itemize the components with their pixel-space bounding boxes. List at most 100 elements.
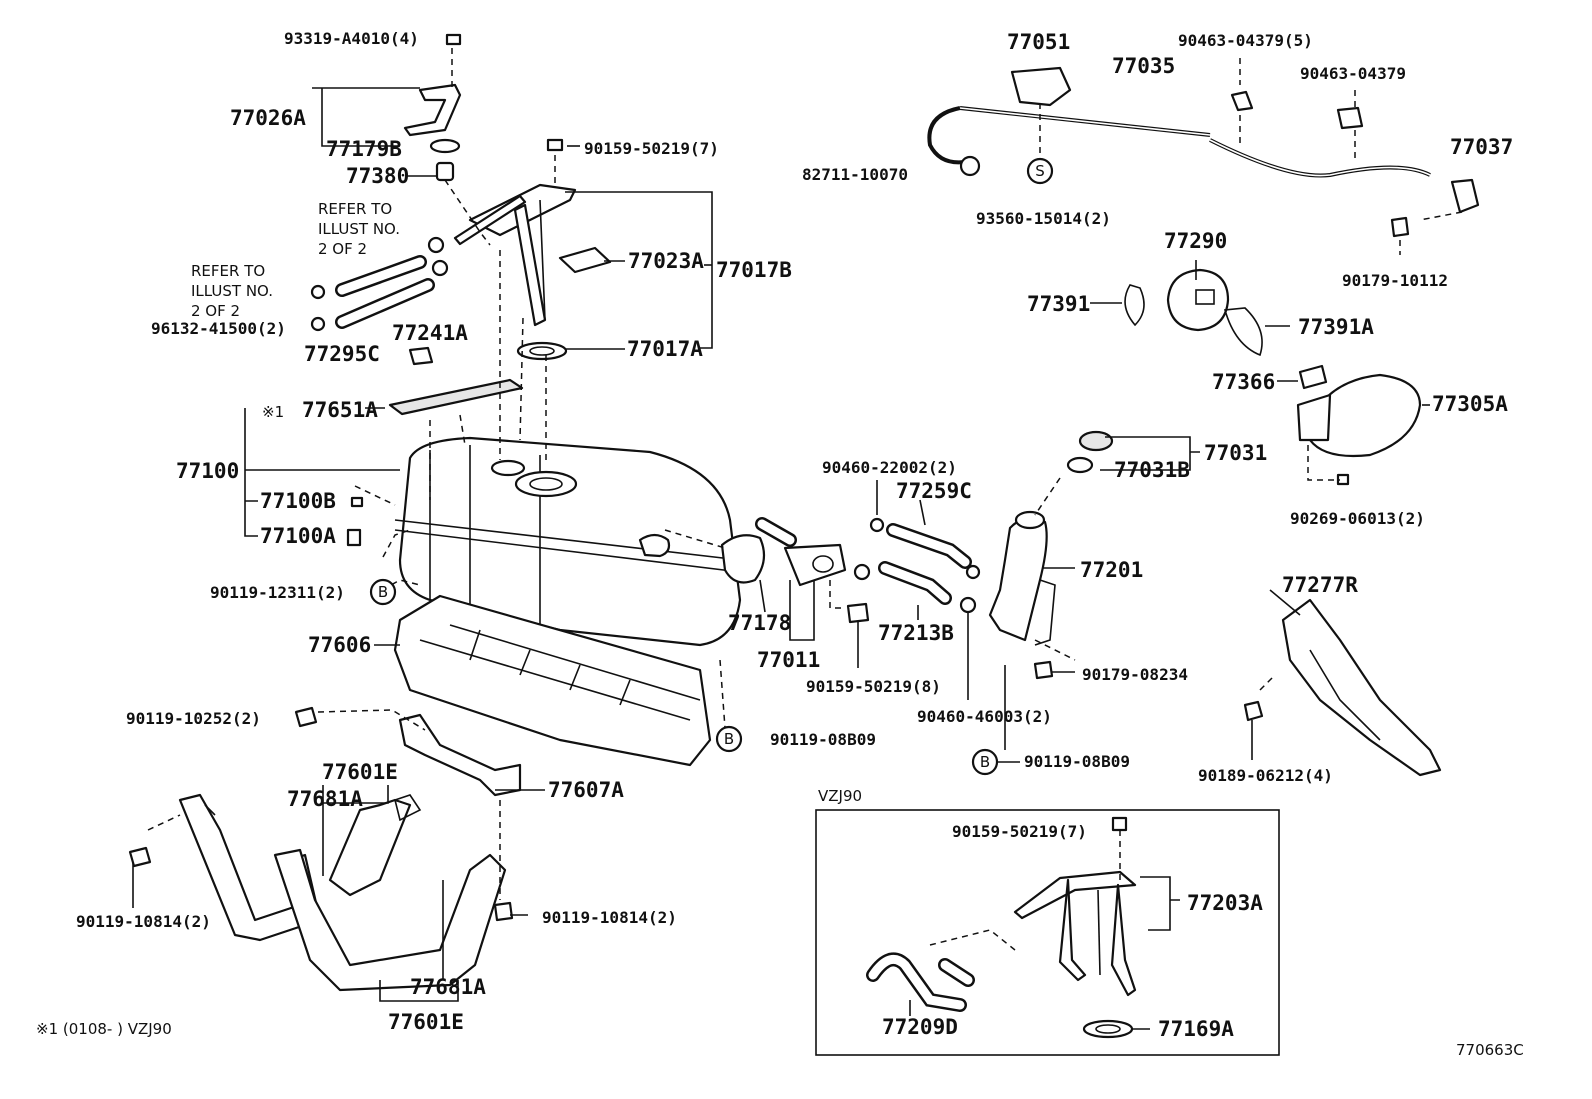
- tank-bands-77601E: [178, 793, 507, 992]
- hoses-77259C-77213B: [853, 517, 981, 614]
- tank-protector-77606: [393, 594, 712, 767]
- marker-b-3: B: [971, 748, 999, 776]
- label-90189: 90189-06212(4): [1198, 766, 1333, 785]
- label-93560: 93560-15014(2): [976, 209, 1111, 228]
- label-refer-2a: REFER TO: [191, 262, 265, 280]
- label-77681A-top: 77681A: [287, 787, 363, 811]
- label-note-1: ※1: [262, 403, 284, 421]
- label-77169A: 77169A: [1158, 1017, 1234, 1041]
- label-90119-08B09-b: 90119-08B09: [1024, 752, 1130, 771]
- label-90159-c: 90159-50219(7): [952, 822, 1087, 841]
- label-77391A: 77391A: [1298, 315, 1374, 339]
- label-90159-a: 90159-50219(7): [584, 139, 719, 158]
- splash-shield-77277R: [1281, 598, 1442, 777]
- label-77277R: 77277R: [1282, 573, 1358, 597]
- label-77100: 77100: [176, 459, 239, 483]
- part-labels: 93319-A4010(4) 77026A 77179B 77380 90159…: [36, 29, 1524, 1059]
- label-refer-2b: ILLUST NO.: [191, 282, 273, 300]
- svg-text:B: B: [724, 730, 734, 748]
- fuel-pump-77017B: [453, 183, 612, 361]
- footnote: ※1 (0108- ) VZJ90: [36, 1020, 172, 1038]
- label-77213B: 77213B: [878, 621, 954, 645]
- label-90119-08B09-a: 90119-08B09: [770, 730, 876, 749]
- hoses-77241A: [310, 236, 449, 366]
- label-90460-22002: 90460-22002(2): [822, 458, 957, 477]
- label-90119-10814-b: 90119-10814(2): [542, 908, 677, 927]
- label-refer-2c: 2 OF 2: [191, 302, 240, 320]
- opener-77290: [1124, 268, 1263, 357]
- hose-77209D: [866, 952, 975, 1012]
- label-77209D: 77209D: [882, 1015, 958, 1039]
- fuel-cap-77031: [1066, 430, 1114, 474]
- label-refer-1a: REFER TO: [318, 200, 392, 218]
- label-refer-1c: 2 OF 2: [318, 240, 367, 258]
- fuel-tank-77100: [394, 436, 742, 647]
- label-77651A: 77651A: [302, 398, 378, 422]
- label-90179-08234: 90179-08234: [1082, 665, 1188, 684]
- label-77031B: 77031B: [1114, 458, 1190, 482]
- label-90463-5: 90463-04379(5): [1178, 31, 1313, 50]
- label-77607A: 77607A: [548, 778, 624, 802]
- label-77241A: 77241A: [392, 321, 468, 345]
- label-77037: 77037: [1450, 135, 1513, 159]
- label-77179B: 77179B: [326, 137, 402, 161]
- label-90269: 90269-06013(2): [1290, 509, 1425, 528]
- filler-pipe-77201: [988, 510, 1056, 646]
- label-77023A: 77023A: [628, 249, 704, 273]
- label-77380: 77380: [346, 164, 409, 188]
- label-93319: 93319-A4010(4): [284, 29, 419, 48]
- label-77178: 77178: [728, 611, 791, 635]
- label-90119-12311: 90119-12311(2): [210, 583, 345, 602]
- fuel-pump-77203A: [1013, 870, 1137, 1039]
- fuel-lid-77305A: [1296, 364, 1422, 458]
- label-77366: 77366: [1212, 370, 1275, 394]
- label-77017A: 77017A: [627, 337, 703, 361]
- label-90460-46003: 90460-46003(2): [917, 707, 1052, 726]
- label-77305A: 77305A: [1432, 392, 1508, 416]
- label-77391: 77391: [1027, 292, 1090, 316]
- label-77201: 77201: [1080, 558, 1143, 582]
- vzj90-box: [815, 809, 1280, 1056]
- marker-b-2: B: [715, 725, 743, 753]
- label-77606: 77606: [308, 633, 371, 657]
- label-90463: 90463-04379: [1300, 64, 1406, 83]
- label-77035: 77035: [1112, 54, 1175, 78]
- label-82711: 82711-10070: [802, 165, 908, 184]
- diagram-id: 770663C: [1456, 1041, 1524, 1059]
- label-77290: 77290: [1164, 229, 1227, 253]
- pad-77651A: [388, 378, 524, 416]
- label-77203A: 77203A: [1187, 891, 1263, 915]
- label-90119-10814-a: 90119-10814(2): [76, 912, 211, 931]
- label-90179-10112: 90179-10112: [1342, 271, 1448, 290]
- svg-text:B: B: [980, 753, 990, 771]
- label-77100A: 77100A: [260, 524, 336, 548]
- label-77100B: 77100B: [260, 489, 336, 513]
- label-90119-10252: 90119-10252(2): [126, 709, 261, 728]
- inlet-pipe-77011: [720, 517, 847, 587]
- label-90159-b: 90159-50219(8): [806, 677, 941, 696]
- svg-text:B: B: [378, 583, 388, 601]
- label-refer-1b: ILLUST NO.: [318, 220, 400, 238]
- svg-text:S: S: [1035, 162, 1045, 180]
- label-77011: 77011: [757, 648, 820, 672]
- label-77017B: 77017B: [716, 258, 792, 282]
- sender-gauge-77026A: [403, 83, 462, 182]
- label-77259C: 77259C: [896, 479, 972, 503]
- label-96132: 96132-41500(2): [151, 319, 286, 338]
- marker-b-1: B: [369, 578, 397, 606]
- label-77031: 77031: [1204, 441, 1267, 465]
- label-77681A-bot: 77681A: [410, 975, 486, 999]
- leader-lines: [132, 48, 1463, 1030]
- label-77026A: 77026A: [230, 106, 306, 130]
- label-77051: 77051: [1007, 30, 1070, 54]
- lock-cable-77035: [927, 66, 1480, 214]
- marker-s: S: [1026, 157, 1054, 185]
- label-77601E-bot: 77601E: [388, 1010, 464, 1034]
- label-77601E-top: 77601E: [322, 760, 398, 784]
- vzj90-box-label: VZJ90: [818, 787, 862, 805]
- bracket-77607A: [398, 713, 522, 797]
- label-77295C: 77295C: [304, 342, 380, 366]
- small-bolts: [128, 33, 1410, 922]
